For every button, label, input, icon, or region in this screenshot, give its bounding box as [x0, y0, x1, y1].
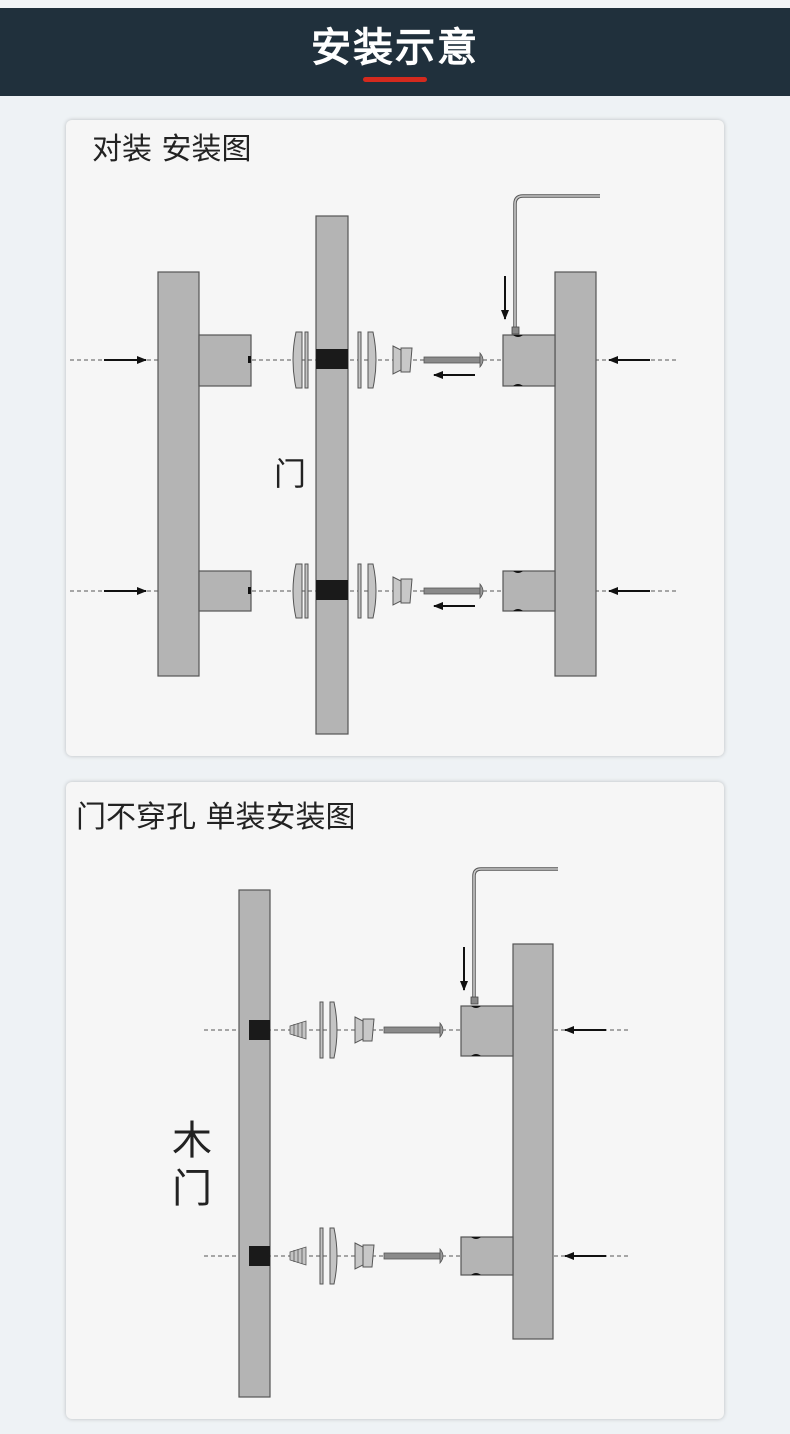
single-installation-diagram: 木 门 — [172, 867, 630, 1398]
title-underline — [363, 77, 427, 82]
door-hole-top — [316, 349, 348, 369]
handle — [460, 943, 554, 1340]
threaded-anchor-bottom — [289, 1246, 307, 1266]
threaded-anchor-top — [289, 1020, 307, 1040]
wood-door-panel — [238, 889, 271, 1398]
door-label: 门 — [274, 455, 306, 493]
screw-bottom — [383, 1247, 444, 1265]
screw-bottom — [423, 582, 484, 600]
paired-installation-diagram: 门 — [70, 194, 676, 735]
left-handle-hole-top — [248, 356, 251, 363]
door-label-wood: 木 — [172, 1118, 212, 1164]
washer-top — [319, 1001, 338, 1059]
top-strip — [0, 0, 790, 8]
right-washer-bottom — [357, 563, 377, 619]
door-panel — [315, 215, 349, 735]
left-washer-bottom — [292, 563, 309, 619]
left-handle — [157, 271, 252, 677]
sleeve-top — [392, 345, 413, 375]
right-handle — [502, 271, 597, 677]
header-banner: 安装示意 — [0, 8, 790, 96]
section-title: 门不穿孔 单装安装图 — [76, 800, 356, 835]
screw-top — [423, 351, 484, 369]
right-washer-top — [357, 331, 377, 389]
left-handle-hole-bottom — [248, 587, 251, 594]
hex-key-tip — [511, 326, 520, 335]
sleeve-top — [354, 1016, 375, 1044]
door-hole-bottom — [316, 580, 348, 600]
installation-card-paired: 对装 安装图 门 — [66, 120, 724, 756]
screw-top — [383, 1021, 444, 1039]
door-hole-top — [249, 1020, 270, 1040]
section-title: 对装 安装图 — [92, 132, 252, 167]
hex-key-tip — [470, 996, 479, 1005]
set-screw-marks — [471, 1006, 481, 1275]
door-hole-bottom — [249, 1246, 270, 1266]
set-screw-marks — [513, 335, 523, 611]
door-label-door: 门 — [172, 1166, 212, 1212]
page-title: 安装示意 — [311, 25, 479, 71]
left-washer-top — [292, 331, 309, 389]
sleeve-bottom — [392, 576, 413, 606]
washer-bottom — [319, 1227, 338, 1285]
installation-card-single: 门不穿孔 单装安装图 木 门 — [66, 782, 724, 1419]
sleeve-bottom — [354, 1242, 375, 1270]
